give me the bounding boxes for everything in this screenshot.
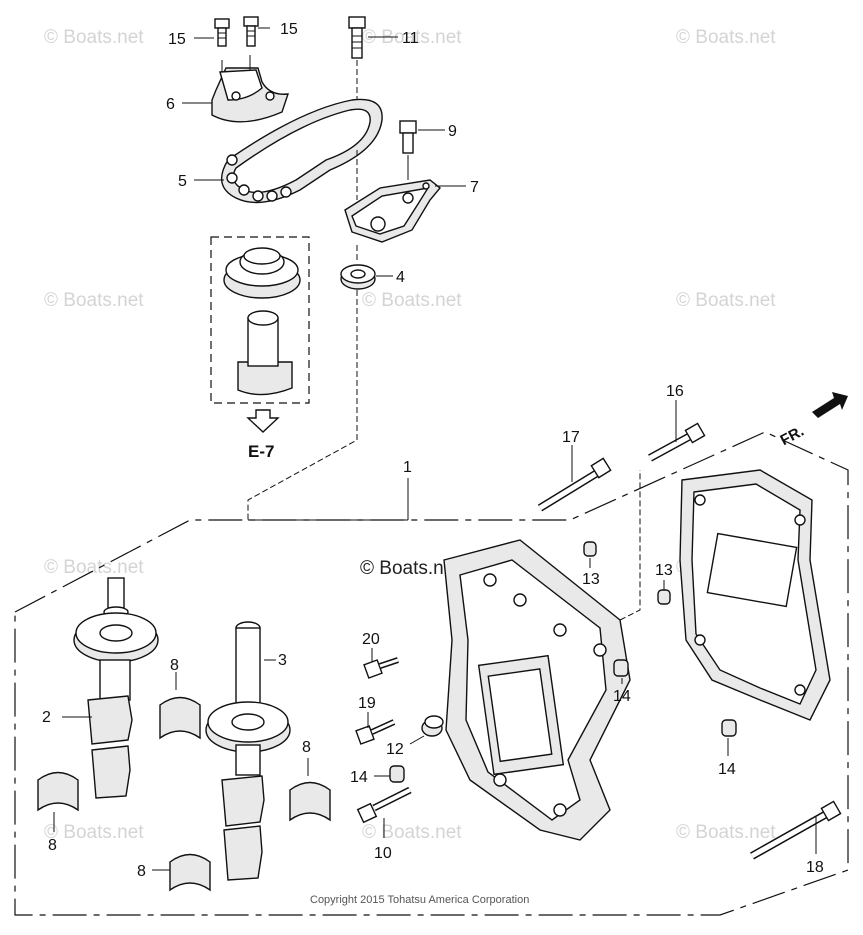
watermark: © Boats.net [362,27,462,48]
bolt-10 [356,786,412,824]
reference-label: E-7 [248,442,274,461]
callout-6: 6 [166,96,175,113]
callouts: 1 2 3 4 5 6 7 8 8 8 8 9 10 11 12 13 13 1… [42,21,824,880]
chain-guide-6 [211,55,290,123]
bolt-17 [537,457,612,512]
callout-14: 14 [613,688,631,705]
callout-5: 5 [178,173,187,190]
sprocket-4 [340,264,376,290]
solid-arrow-icon [812,392,848,418]
callout-2: 2 [42,709,51,726]
watermark: © Boats.net [676,27,776,48]
callout-18: 18 [806,859,824,876]
shaft-assembly [237,310,293,396]
chain-links [226,154,292,202]
bearing-8-c [289,781,331,822]
callout-8: 8 [302,739,311,756]
callout-7: 7 [470,179,479,196]
bolt-20 [363,657,399,679]
callout-3: 3 [278,652,287,669]
watermark: © Boats.net [362,290,462,311]
dowel-13-b [657,589,671,605]
bolt-15-left [214,18,230,47]
cylinder-head-cover [679,469,831,721]
callout-8: 8 [137,863,146,880]
bearing-8-b [37,771,79,812]
bolt-11 [348,16,366,59]
callout-17: 17 [562,429,580,446]
callout-13: 13 [655,562,673,579]
bearing-8-d [169,853,211,892]
reference-box [210,236,310,404]
watermark: © Boats.net [44,27,144,48]
callout-8: 8 [48,837,57,854]
bearing-8-a [159,696,201,740]
callout-16: 16 [666,383,684,400]
camshaft-2 [73,577,159,799]
callout-4: 4 [396,269,405,286]
callout-8: 8 [170,657,179,674]
callout-15: 15 [168,31,186,48]
watermark: © Boats.net [44,822,144,843]
camshaft-housing [443,539,631,841]
hollow-down-arrow-icon [246,409,280,433]
callout-20: 20 [362,631,380,648]
gear-assembly [223,247,301,299]
watermark-highlight: © Boats.net [360,558,460,579]
timing-chain-5 [220,98,383,204]
dowel-14-b [613,659,629,677]
front-direction-label: FR. [778,423,807,449]
callout-19: 19 [358,695,376,712]
bolt-9 [399,120,417,154]
leader-line [248,478,409,521]
bolt-18 [750,800,842,860]
callout-1: 1 [403,459,412,476]
watermark: © Boats.net [676,822,776,843]
dowel-14-c [721,719,737,737]
bolt-19 [355,719,396,745]
watermark: © Boats.net [44,290,144,311]
callout-14: 14 [350,769,368,786]
bolt-16 [648,422,706,462]
copyright-notice: Copyright 2015 Tohatsu America Corporati… [310,894,529,906]
callout-10: 10 [374,845,392,862]
callout-11: 11 [402,30,419,47]
callout-9: 9 [448,123,457,140]
callout-15: 15 [280,21,298,38]
sleeve-12 [421,715,444,737]
bolt-15-right [243,16,259,47]
camshaft-3 [205,621,291,881]
dowel-13-a [583,541,597,557]
callout-12: 12 [386,741,404,758]
chain-tensioner-7 [344,179,441,243]
dowel-14-a [389,765,405,783]
callout-14: 14 [718,761,736,778]
watermark: © Boats.net [44,557,144,578]
watermark: © Boats.net [362,822,462,843]
callout-13: 13 [582,571,600,588]
watermark: © Boats.net [676,290,776,311]
